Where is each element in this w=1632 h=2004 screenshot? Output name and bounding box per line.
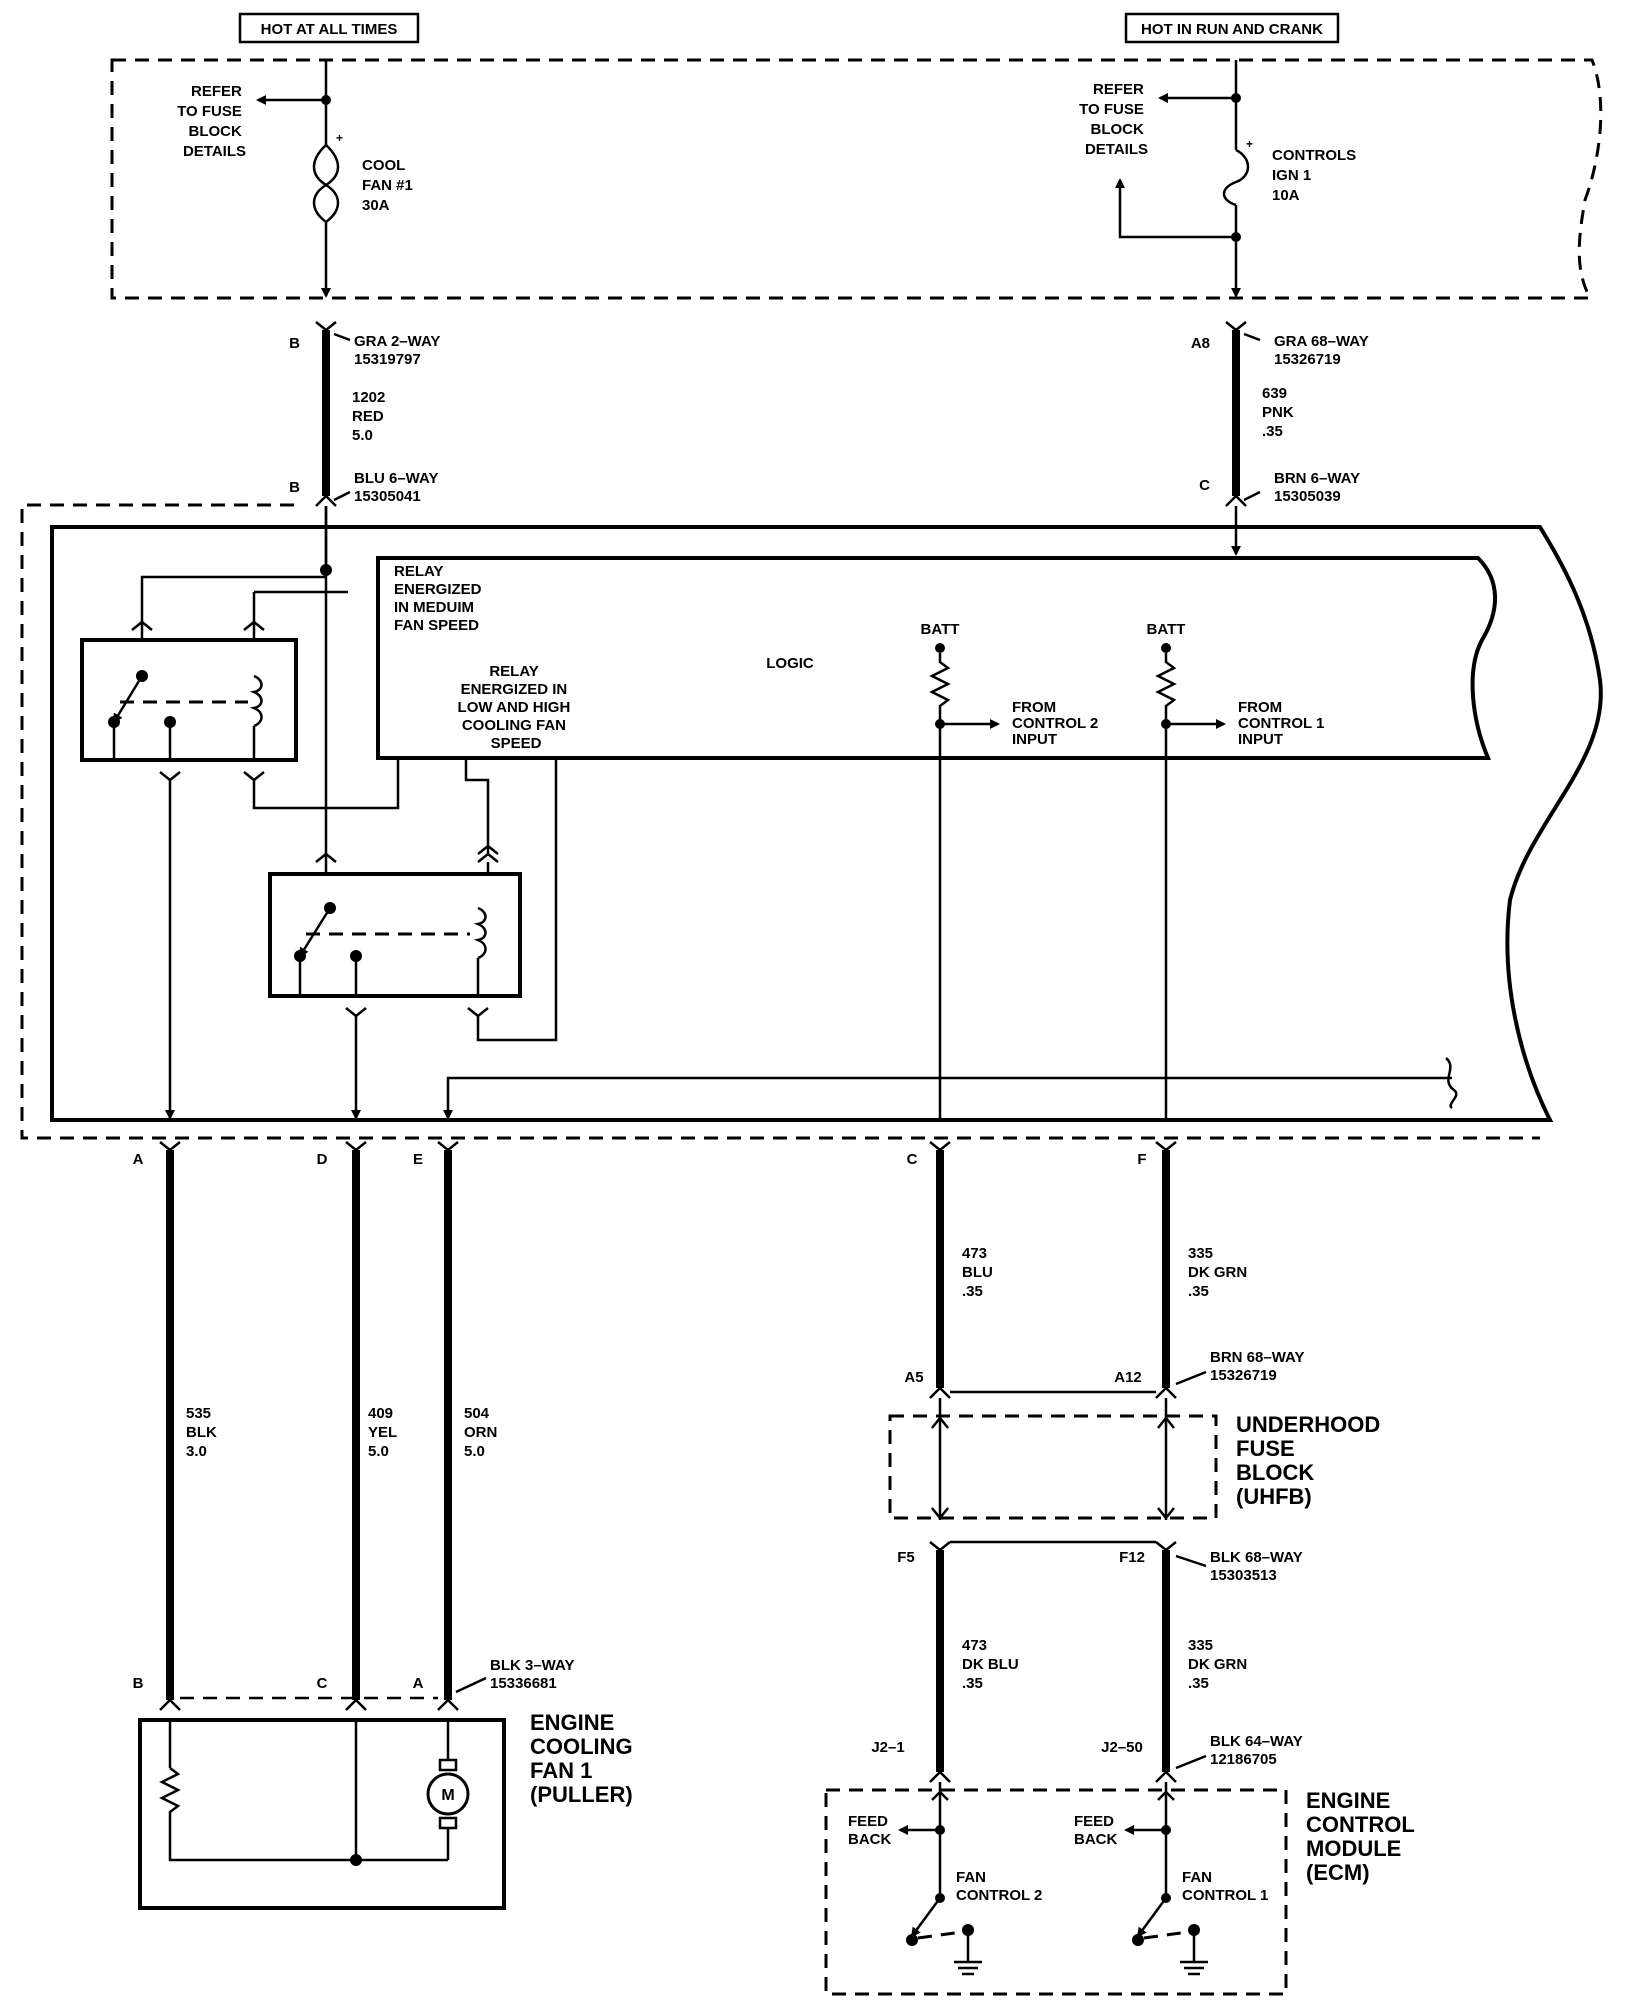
module-pin-c: C bbox=[907, 1151, 918, 1168]
conn-gra-68way: GRA 68–WAY 15326719 bbox=[1274, 333, 1373, 368]
module-pin-a: A bbox=[133, 1151, 144, 1168]
hot-in-run-label: HOT IN RUN AND CRANK bbox=[1141, 21, 1323, 38]
wire-335b-label: 335 DK GRN .35 bbox=[1188, 1637, 1251, 1692]
fan-resistor-icon bbox=[159, 1767, 448, 1862]
pin-a12: A12 bbox=[1114, 1369, 1142, 1386]
module-dashed-outline bbox=[20, 503, 1540, 1140]
relay-low-high-note: RELAY ENERGIZED IN LOW AND HIGH COOLING … bbox=[458, 663, 575, 752]
motor-icon bbox=[426, 1772, 470, 1816]
module-pin-d: D bbox=[317, 1151, 328, 1168]
logic-label: LOGIC bbox=[766, 655, 814, 672]
wire-504 bbox=[437, 1141, 459, 1711]
ground-icon bbox=[954, 1960, 982, 1976]
wire-473-label: 473 BLU .35 bbox=[962, 1245, 997, 1300]
engine-cooling-fan-box bbox=[138, 1718, 506, 1910]
fuse-link-icon bbox=[312, 144, 340, 223]
wire-409-label: 409 YEL 5.0 bbox=[368, 1405, 401, 1460]
hot-in-run-box bbox=[1124, 12, 1340, 44]
ecm-label: ENGINE CONTROL MODULE (ECM) bbox=[1306, 1788, 1421, 1885]
relay-1 bbox=[80, 638, 298, 762]
engine-cooling-fan-label: ENGINE COOLING FAN 1 (PULLER) bbox=[530, 1710, 639, 1807]
pin-b-top: B bbox=[289, 335, 300, 352]
from-control-2: FROM CONTROL 2 INPUT bbox=[1012, 699, 1103, 748]
fan-control-1: FAN CONTROL 1 bbox=[1182, 1869, 1268, 1904]
relay-2 bbox=[268, 872, 522, 998]
pin-c-top: C bbox=[1199, 477, 1210, 494]
fan-connector: BLK 3–WAY 15336681 bbox=[490, 1657, 578, 1692]
relay-2-switch-icon bbox=[294, 902, 487, 962]
pin-f5: F5 bbox=[897, 1549, 915, 1566]
module-pin-f: F bbox=[1137, 1151, 1146, 1168]
fuse-icon bbox=[1222, 148, 1250, 207]
conn-gra-2way: GRA 2–WAY 15319797 bbox=[354, 333, 444, 368]
conn-brn-68way: BRN 68–WAY 15326719 bbox=[1210, 1349, 1308, 1384]
refer-right: REFER TO FUSE BLOCK DETAILS bbox=[1079, 81, 1148, 158]
batt-label-2: BATT bbox=[1147, 621, 1186, 638]
conn-blk-68way: BLK 68–WAY 15303513 bbox=[1210, 1549, 1307, 1584]
wire-335-dk-grn bbox=[1155, 1541, 1177, 1783]
wire-473b-label: 473 DK BLU .35 bbox=[962, 1637, 1023, 1692]
fuse-right-label: CONTROLS IGN 1 10A bbox=[1272, 147, 1360, 204]
batt-resistor-icon bbox=[929, 643, 1000, 1118]
fuse-block-outline bbox=[110, 58, 1603, 300]
wire-639: 639 PNK .35 bbox=[1262, 385, 1298, 440]
svg-text:M: M bbox=[441, 1787, 454, 1804]
wire-1202: 1202 RED 5.0 bbox=[352, 389, 390, 444]
ecm-box bbox=[824, 1788, 1288, 1996]
fan-pin-b: B bbox=[133, 1675, 144, 1692]
svg-text:+: + bbox=[1246, 137, 1253, 151]
batt-label-1: BATT bbox=[921, 621, 960, 638]
wire-535 bbox=[159, 1141, 181, 1711]
refer-left: REFER TO FUSE BLOCK DETAILS bbox=[177, 83, 246, 160]
pin-a8: A8 bbox=[1191, 335, 1210, 352]
ground-icon bbox=[1180, 1960, 1208, 1976]
hot-at-all-times-label: HOT AT ALL TIMES bbox=[261, 21, 398, 38]
uhfb-label: UNDERHOOD FUSE BLOCK (UHFB) bbox=[1236, 1412, 1386, 1509]
svg-text:+: + bbox=[336, 131, 343, 145]
pin-b-bottom: B bbox=[289, 479, 300, 496]
pin-j2-50: J2–50 bbox=[1101, 1739, 1143, 1756]
fan-pin-c: C bbox=[317, 1675, 328, 1692]
relay-1-switch-icon bbox=[108, 670, 263, 728]
logic-block bbox=[376, 556, 1497, 760]
wire-535-label: 535 BLK 3.0 bbox=[186, 1405, 221, 1460]
wire-335 bbox=[1155, 1141, 1177, 1399]
module-pin-e: E bbox=[413, 1151, 423, 1168]
batt-resistor-icon bbox=[1155, 643, 1226, 1118]
from-control-1: FROM CONTROL 1 INPUT bbox=[1238, 699, 1329, 748]
pin-f12: F12 bbox=[1119, 1549, 1145, 1566]
conn-brn-6way: BRN 6–WAY 15305039 bbox=[1274, 470, 1364, 505]
relay-medium-note: RELAY ENERGIZED IN MEDUIM FAN SPEED bbox=[394, 563, 486, 634]
feed-back-2: FEED BACK bbox=[848, 1813, 892, 1848]
hot-at-all-times-box bbox=[238, 12, 420, 44]
conn-blk-64way: BLK 64–WAY 12186705 bbox=[1210, 1733, 1307, 1768]
fuse-left-label: COOL FAN #1 30A bbox=[362, 157, 417, 214]
wire-473-dk-blu bbox=[929, 1541, 951, 1783]
fan-pin-a: A bbox=[413, 1675, 424, 1692]
wire-473 bbox=[929, 1141, 951, 1399]
uhfb-box bbox=[888, 1414, 1218, 1520]
pin-a5: A5 bbox=[904, 1369, 923, 1386]
feed-back-1: FEED BACK bbox=[1074, 1813, 1118, 1848]
conn-blu-6way: BLU 6–WAY 15305041 bbox=[354, 470, 442, 505]
wire-335-label: 335 DK GRN .35 bbox=[1188, 1245, 1251, 1300]
wire-409 bbox=[345, 1141, 367, 1711]
fan-control-2: FAN CONTROL 2 bbox=[956, 1869, 1042, 1904]
wire-504-label: 504 ORN 5.0 bbox=[464, 1405, 502, 1460]
module-outline bbox=[50, 525, 1603, 1122]
pin-j2-1: J2–1 bbox=[871, 1739, 904, 1756]
